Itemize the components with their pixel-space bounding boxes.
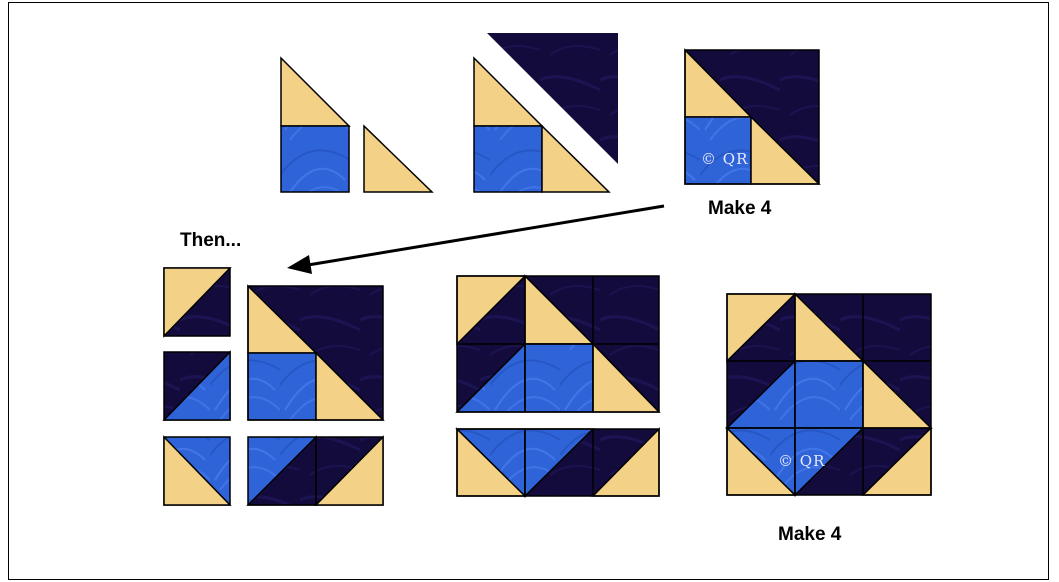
cream-triangle: [280, 56, 351, 127]
components-group: [162, 267, 385, 506]
blue-square: [473, 125, 543, 193]
blue-square: [684, 116, 752, 185]
hst-cream: [163, 267, 232, 338]
unit-outline: [684, 49, 820, 185]
step1-pieces: [280, 56, 434, 193]
finished-block: [725, 292, 933, 497]
arrow: [287, 204, 665, 274]
navy-triangle: [487, 33, 618, 164]
watermark-logo: © QR: [701, 150, 749, 168]
cream-triangle-loose: [363, 124, 434, 193]
step3-unit: [684, 48, 821, 185]
hst-cream: [163, 435, 232, 506]
cream-triangle: [541, 124, 611, 193]
watermark-logo: © QR: [778, 452, 826, 470]
hst-blue: [162, 350, 231, 421]
make-4-label-bottom: Make 4: [778, 524, 842, 545]
make-4-label-top: Make 4: [708, 198, 772, 219]
blue-square: [280, 125, 350, 193]
assembled-rows: [455, 274, 661, 498]
step2-pieces: [473, 33, 618, 193]
then-label: Then...: [180, 230, 242, 251]
